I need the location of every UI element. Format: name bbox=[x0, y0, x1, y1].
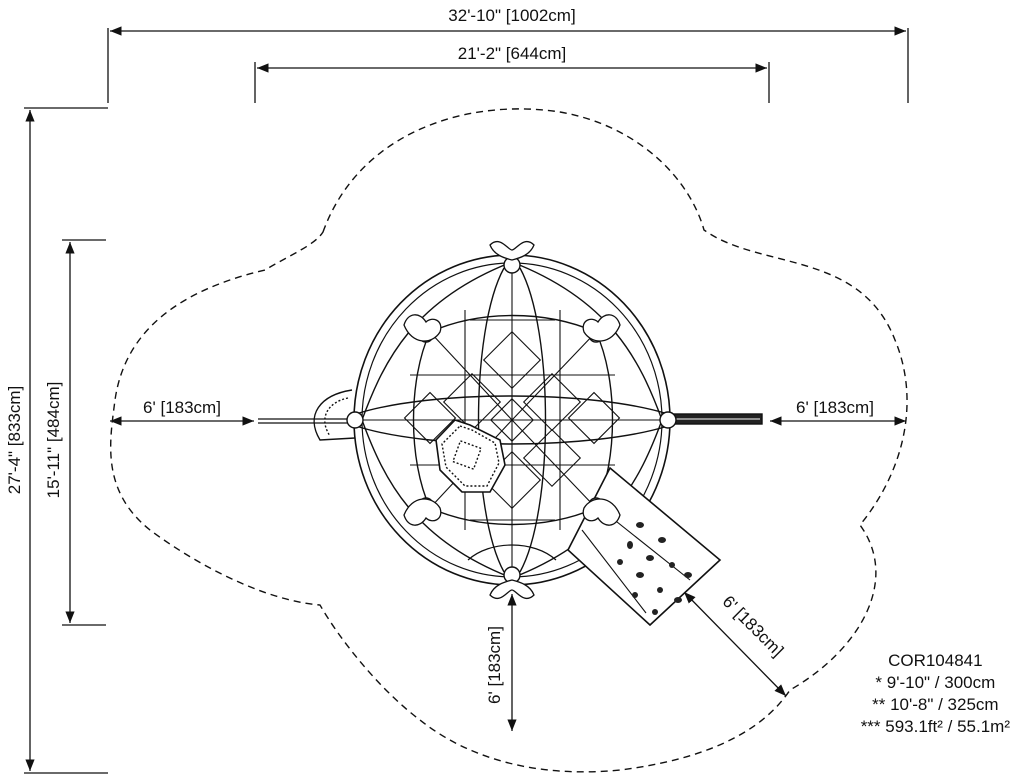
structure-depth-label: 15'-11" [484cm] bbox=[44, 382, 63, 499]
bottom-clearance-dimension: 6' [183cm] bbox=[485, 594, 517, 731]
right-bridge bbox=[669, 413, 763, 425]
fall-height-1: * 9'-10" / 300cm bbox=[875, 673, 996, 692]
hatch-square bbox=[452, 440, 482, 470]
play-structure bbox=[258, 240, 763, 627]
structure-depth-dimension: 15'-11" [484cm] bbox=[44, 239, 106, 626]
left-climber bbox=[313, 389, 356, 441]
use-zone-area: *** 593.1ft² / 55.1m² bbox=[860, 717, 1010, 736]
platform-deck bbox=[435, 419, 506, 493]
climbing-holds bbox=[617, 522, 692, 615]
net-pattern bbox=[356, 262, 668, 578]
slide-clearance-label: 6' [183cm] bbox=[719, 592, 788, 661]
slide-climber bbox=[567, 466, 722, 627]
overall-depth-label: 27'-4" [833cm] bbox=[5, 386, 24, 495]
leaf-ornaments bbox=[403, 240, 621, 600]
right-clearance-label: 6' [183cm] bbox=[796, 398, 874, 417]
structure-width-dimension: 21'-2" [644cm] bbox=[254, 42, 770, 103]
overall-width-dimension: 32'-10" [1002cm] bbox=[107, 4, 909, 103]
overall-depth-dimension: 27'-4" [833cm] bbox=[5, 107, 108, 774]
product-info-block: COR104841 * 9'-10" / 300cm ** 10'-8" / 3… bbox=[861, 650, 1010, 738]
overall-width-label: 32'-10" [1002cm] bbox=[448, 6, 575, 25]
left-clearance-dimension: 6' [183cm] bbox=[110, 398, 254, 426]
structure-width-label: 21'-2" [644cm] bbox=[458, 44, 567, 63]
right-clearance-dimension: 6' [183cm] bbox=[770, 398, 906, 426]
left-clearance-label: 6' [183cm] bbox=[143, 398, 221, 417]
safety-zone-outline bbox=[110, 108, 908, 773]
fall-height-2: ** 10'-8" / 325cm bbox=[872, 695, 999, 714]
slide-clearance-dimension: 6' [183cm] bbox=[683, 591, 788, 697]
bottom-clearance-label: 6' [183cm] bbox=[485, 626, 504, 704]
model-number: COR104841 bbox=[888, 651, 983, 670]
